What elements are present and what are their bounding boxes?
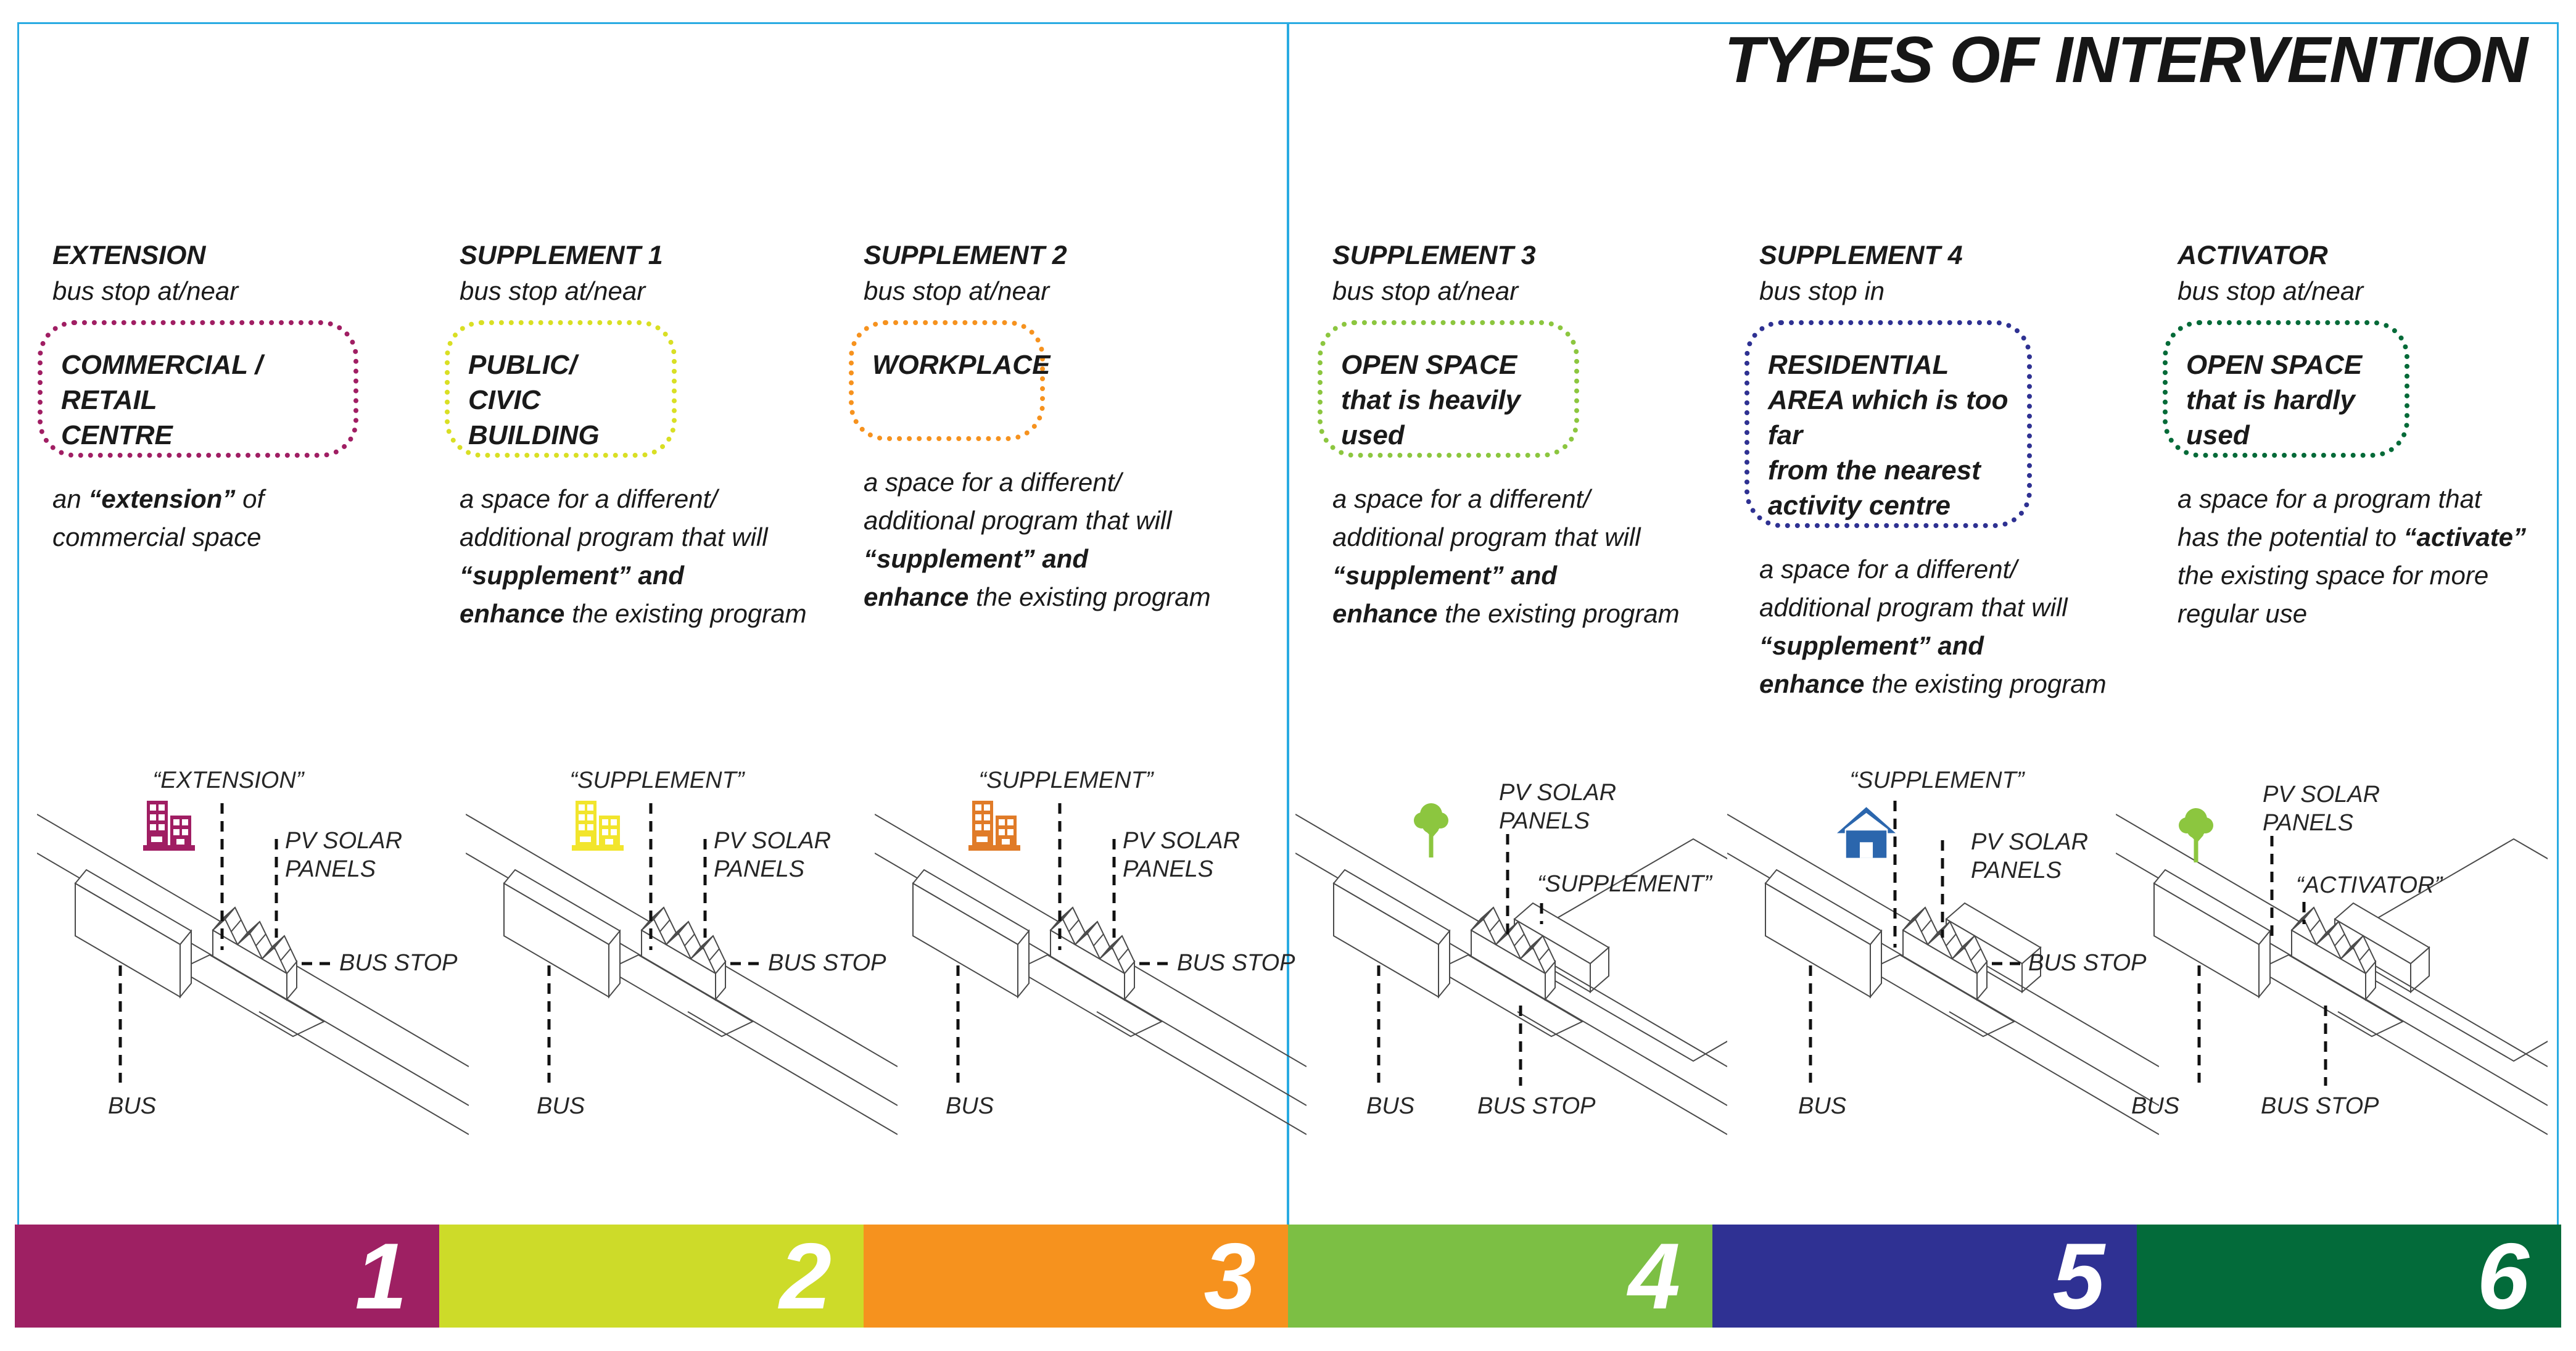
category-line: RESIDENTIAL — [1768, 350, 1949, 380]
column-heading: ACTIVATOR — [2178, 241, 2328, 270]
column-heading: SUPPLEMENT 2 — [864, 241, 1067, 270]
bar-number: 1 — [355, 1223, 407, 1329]
column-extension: EXTENSION bus stop at/near COMMERCIAL / … — [38, 238, 453, 556]
bar-number: 6 — [2477, 1223, 2529, 1329]
bar-1: 1 — [15, 1225, 439, 1328]
category-line: CIVIC BUILDING — [468, 385, 600, 450]
house-icon — [1837, 807, 1896, 858]
callout-label: “SUPPLEMENT” — [1849, 767, 2025, 793]
category-line: activity centre — [1768, 490, 1951, 521]
column-heading: SUPPLEMENT 3 — [1332, 241, 1536, 270]
column-supplement-2: SUPPLEMENT 2 bus stop at/near WORKPLACE … — [849, 238, 1265, 616]
workplace-building-icon — [968, 801, 1020, 851]
column-description: a space for a different/ additional prog… — [1332, 484, 1680, 628]
bus-stop-label: BUS STOP — [2028, 950, 2147, 976]
column-description: an “extension” of commercial space — [52, 484, 265, 552]
column-activator: ACTIVATOR bus stop at/near OPEN SPACE th… — [2163, 238, 2576, 633]
bar-number: 2 — [779, 1223, 832, 1329]
callout-label: “EXTENSION” — [152, 767, 304, 793]
category-line: OPEN SPACE — [1341, 350, 1517, 380]
callout-label: “SUPPLEMENT” — [569, 767, 745, 793]
category-box: OPEN SPACE that is hardly used — [2163, 320, 2409, 458]
tree-icon — [1414, 803, 1448, 857]
callout-label: “SUPPLEMENT” — [1537, 871, 1712, 897]
bar-5: 5 — [1712, 1225, 2137, 1328]
panel-divider — [1287, 22, 1289, 1328]
column-description: a space for a different/ additional prog… — [460, 484, 807, 628]
column-heading: SUPPLEMENT 4 — [1759, 241, 1963, 270]
category-line: that is heavily used — [1341, 385, 1521, 450]
bus-label: BUS — [1366, 1093, 1415, 1119]
page-title: TYPES OF INTERVENTION — [1724, 23, 2528, 96]
column-subtitle: bus stop at/near — [52, 276, 239, 305]
callout-label: “ACTIVATOR” — [2296, 872, 2443, 898]
bar-number: 5 — [2052, 1223, 2105, 1329]
civic-building-icon — [572, 801, 624, 851]
column-description: a space for a program that has the poten… — [2178, 484, 2527, 628]
bar-2: 2 — [439, 1225, 864, 1328]
category-line: that is hardly used — [2186, 385, 2355, 450]
bus-stop-label: BUS STOP — [768, 950, 886, 976]
bus-stop-label: BUS STOP — [1477, 1093, 1596, 1119]
bus-stop-label: BUS STOP — [339, 950, 458, 976]
bar-3: 3 — [864, 1225, 1288, 1328]
bus-label: BUS — [108, 1093, 157, 1119]
category-line: PUBLIC/ — [468, 350, 577, 380]
bus-stop-label: BUS STOP — [1177, 950, 1295, 976]
bus-label: BUS — [1798, 1093, 1847, 1119]
bar-number: 4 — [1628, 1223, 1680, 1329]
category-box: COMMERCIAL / RETAIL CENTRE — [38, 320, 358, 458]
bar-4: 4 — [1288, 1225, 1712, 1328]
column-supplement-3: SUPPLEMENT 3 bus stop at/near OPEN SPACE… — [1318, 238, 1733, 633]
legend-bars: 1 2 3 4 5 6 — [15, 1225, 2561, 1328]
column-subtitle: bus stop at/near — [2178, 276, 2364, 305]
column-heading: EXTENSION — [52, 241, 206, 270]
tree-icon — [2179, 808, 2213, 862]
bus-label: BUS — [2131, 1093, 2180, 1119]
column-subtitle: bus stop at/near — [460, 276, 646, 305]
category-box: PUBLIC/ CIVIC BUILDING — [445, 320, 677, 458]
bus-stop-label: BUS STOP — [2261, 1093, 2379, 1119]
category-box: WORKPLACE — [849, 320, 1051, 441]
category-line: OPEN SPACE — [2186, 350, 2363, 380]
commercial-building-icon — [143, 801, 195, 851]
category-line: AREA which is too far — [1768, 385, 2008, 450]
category-box: OPEN SPACE that is heavily used — [1318, 320, 1579, 458]
category-line: CENTRE — [61, 420, 173, 450]
bus-label: BUS — [946, 1093, 994, 1119]
column-supplement-1: SUPPLEMENT 1 bus stop at/near PUBLIC/ CI… — [445, 238, 861, 633]
bus-label: BUS — [537, 1093, 585, 1119]
category-line: from the nearest — [1768, 455, 1981, 485]
column-description: a space for a different/ additional prog… — [864, 468, 1211, 611]
category-box: RESIDENTIAL AREA which is too far from t… — [1744, 320, 2032, 528]
column-subtitle: bus stop in — [1759, 276, 1885, 305]
column-heading: SUPPLEMENT 1 — [460, 241, 663, 270]
column-supplement-4: SUPPLEMENT 4 bus stop in RESIDENTIAL ARE… — [1744, 238, 2160, 703]
column-subtitle: bus stop at/near — [864, 276, 1050, 305]
column-description: a space for a different/ additional prog… — [1759, 555, 2107, 698]
bar-6: 6 — [2137, 1225, 2561, 1328]
category-line: WORKPLACE — [872, 350, 1051, 380]
category-line: COMMERCIAL / RETAIL — [61, 350, 263, 415]
callout-label: “SUPPLEMENT” — [978, 767, 1154, 793]
bar-number: 3 — [1203, 1223, 1256, 1329]
column-subtitle: bus stop at/near — [1332, 276, 1519, 305]
